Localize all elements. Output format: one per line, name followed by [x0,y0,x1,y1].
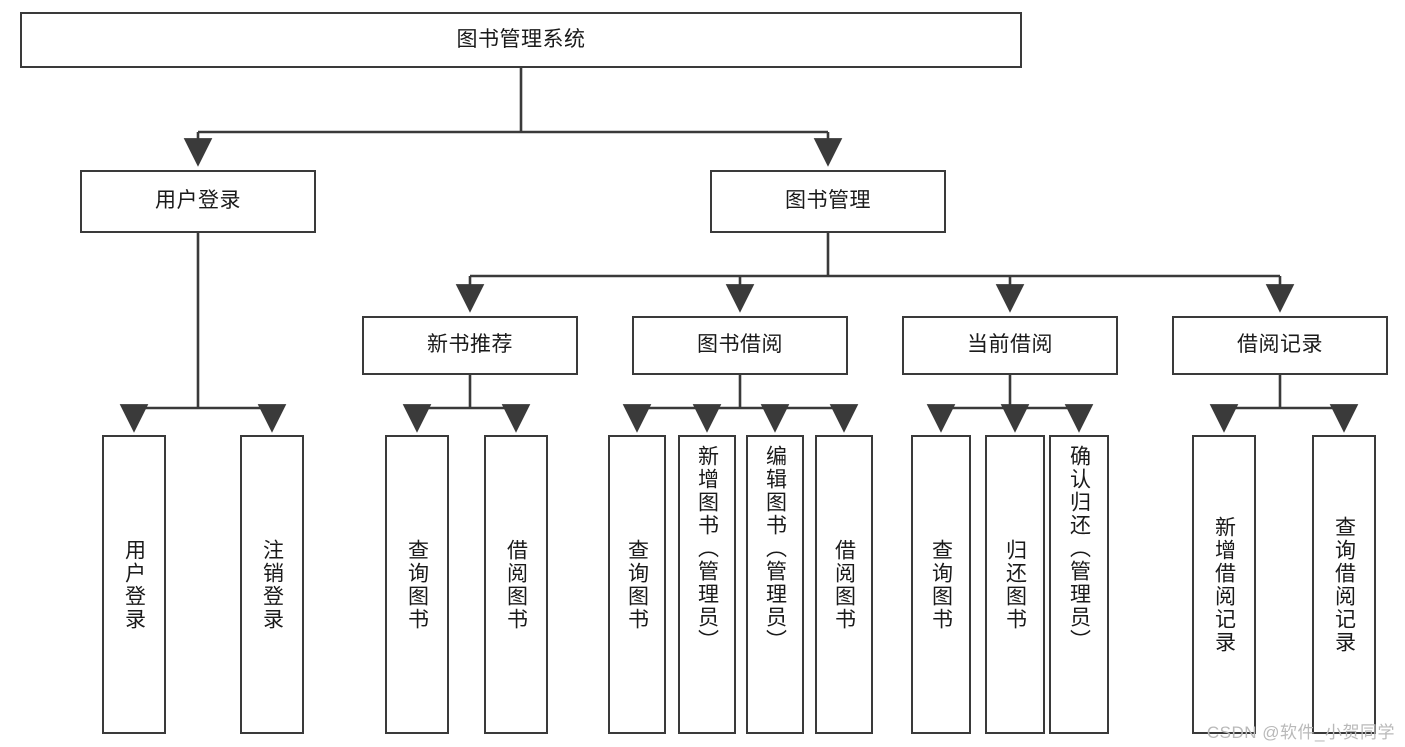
node-user-login[interactable]: 用户登录 [80,170,316,233]
node-leaf-add-borrow-record[interactable]: 新增借阅记录 [1192,435,1256,734]
node-root[interactable]: 图书管理系统 [20,12,1022,68]
node-leaf-edit-book[interactable]: 编辑图书（管理员） [746,435,804,734]
node-leaf-query-borrow-record-label: 查询借阅记录 [1332,515,1356,654]
node-leaf-user-login[interactable]: 用户登录 [102,435,166,734]
node-borrow-records-label: 借阅记录 [1237,333,1323,357]
node-borrow-records[interactable]: 借阅记录 [1172,316,1388,375]
node-current-borrow-label: 当前借阅 [967,333,1053,357]
node-book-borrow[interactable]: 图书借阅 [632,316,848,375]
node-leaf-query-book-recommend[interactable]: 查询图书 [385,435,449,734]
node-book-management-label: 图书管理 [785,189,871,213]
node-leaf-borrow-book-recommend[interactable]: 借阅图书 [484,435,548,734]
node-book-management[interactable]: 图书管理 [710,170,946,233]
node-leaf-borrow-book[interactable]: 借阅图书 [815,435,873,734]
node-leaf-query-book-borrow[interactable]: 查询图书 [608,435,666,734]
node-leaf-return-book-label: 归还图书 [1003,538,1027,631]
node-leaf-query-borrow-record[interactable]: 查询借阅记录 [1312,435,1376,734]
watermark: CSDN @软件_小贺同学 [1206,723,1395,742]
node-book-borrow-label: 图书借阅 [697,333,783,357]
node-leaf-borrow-book-recommend-label: 借阅图书 [504,538,528,631]
node-leaf-confirm-return[interactable]: 确认归还（管理员） [1049,435,1109,734]
node-new-book-recommend[interactable]: 新书推荐 [362,316,578,375]
node-leaf-add-borrow-record-label: 新增借阅记录 [1212,515,1236,654]
node-leaf-add-book-label: 新增图书（管理员） [695,445,719,652]
node-new-book-recommend-label: 新书推荐 [427,333,513,357]
node-root-label: 图书管理系统 [456,27,586,51]
node-leaf-logout[interactable]: 注销登录 [240,435,304,734]
node-leaf-query-book-current[interactable]: 查询图书 [911,435,971,734]
node-leaf-confirm-return-label: 确认归还（管理员） [1067,445,1091,652]
node-leaf-query-book-current-label: 查询图书 [929,538,953,631]
node-leaf-borrow-book-label: 借阅图书 [832,538,856,631]
node-current-borrow[interactable]: 当前借阅 [902,316,1118,375]
node-leaf-user-login-label: 用户登录 [122,538,146,631]
node-leaf-query-book-borrow-label: 查询图书 [625,538,649,631]
node-user-login-label: 用户登录 [155,189,241,213]
node-leaf-edit-book-label: 编辑图书（管理员） [763,445,787,652]
node-leaf-logout-label: 注销登录 [260,538,284,631]
node-leaf-query-book-recommend-label: 查询图书 [405,538,429,631]
node-leaf-add-book[interactable]: 新增图书（管理员） [678,435,736,734]
node-leaf-return-book[interactable]: 归还图书 [985,435,1045,734]
